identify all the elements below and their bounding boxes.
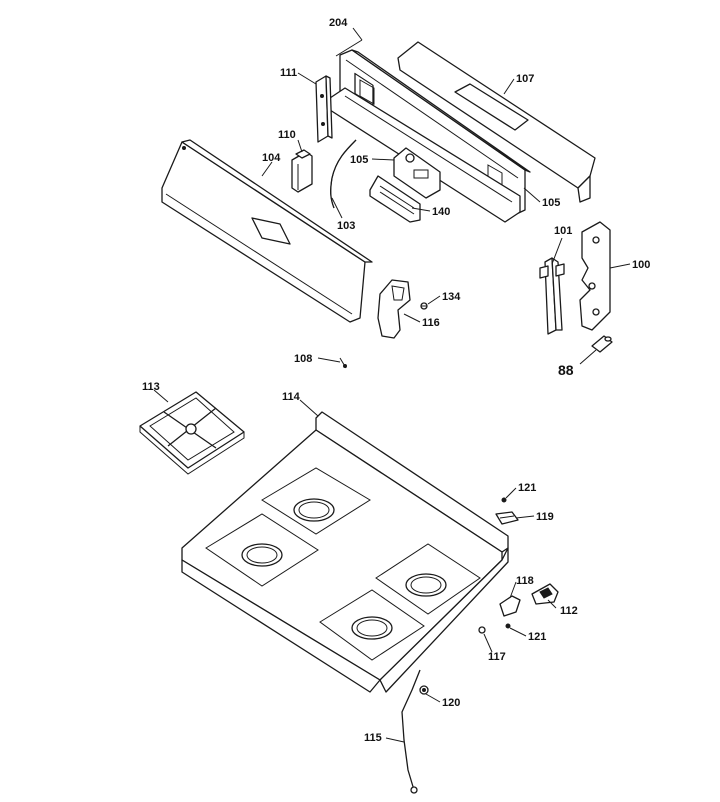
part-110-switch <box>291 149 313 193</box>
callout-118: 118 <box>516 575 534 587</box>
part-115-rod <box>401 669 421 794</box>
part-121-screw-upper <box>501 497 507 503</box>
part-101-side-bracket <box>539 257 565 335</box>
part-118-bracket <box>499 595 521 617</box>
callout-117: 117 <box>488 651 506 663</box>
callout-107: 107 <box>516 73 534 85</box>
callout-134: 134 <box>442 291 461 303</box>
part-108-screw <box>339 357 347 369</box>
callout-119: 119 <box>536 511 554 523</box>
part-103-harness <box>330 139 357 209</box>
callout-104: 104 <box>262 152 281 164</box>
callout-105-lower: 105 <box>542 197 560 209</box>
callout-108: 108 <box>294 353 312 365</box>
callout-204: 204 <box>329 17 348 29</box>
callout-116: 116 <box>422 317 440 329</box>
part-117-grommet <box>478 626 486 634</box>
callout-101: 101 <box>554 225 572 237</box>
callout-111: 111 <box>280 67 297 79</box>
callout-114: 114 <box>282 391 301 403</box>
callout-110: 110 <box>278 129 296 141</box>
callout-112: 112 <box>560 605 578 617</box>
part-119-hinge <box>495 511 519 525</box>
callout-120: 120 <box>442 697 460 709</box>
part-140-overlay <box>369 175 421 223</box>
part-111-bracket <box>315 75 333 143</box>
part-134-screw <box>420 302 428 310</box>
callout-105-upper: 105 <box>350 154 368 166</box>
callout-103: 103 <box>337 220 355 232</box>
part-112-clip <box>531 583 559 605</box>
callout-88: 88 <box>558 362 574 378</box>
callout-121-upper: 121 <box>518 482 536 494</box>
callout-labels: 204 111 107 110 104 105 103 140 105 101 … <box>142 17 650 744</box>
part-104-control-panel <box>161 139 373 323</box>
part-100-side-panel <box>579 221 611 331</box>
callout-113: 113 <box>142 381 160 393</box>
part-105-clock-module <box>393 147 441 199</box>
part-107-top-cover <box>397 41 596 203</box>
callout-121-lower: 121 <box>528 631 546 643</box>
callout-140: 140 <box>432 206 450 218</box>
part-116-end-cap <box>377 279 411 339</box>
part-113-grate <box>139 391 245 475</box>
part-114-cooktop <box>181 411 509 693</box>
part-88-rod <box>591 335 613 353</box>
callout-100: 100 <box>632 259 650 271</box>
callout-115: 115 <box>364 732 382 744</box>
part-120-clip <box>419 685 429 695</box>
part-121-screw-lower <box>505 623 511 629</box>
leader-lines <box>153 27 631 743</box>
